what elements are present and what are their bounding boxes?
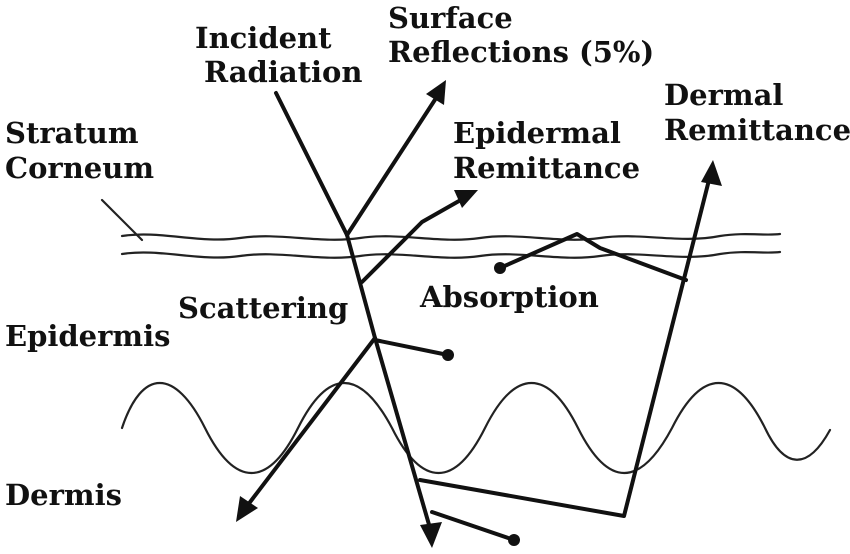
epidermal-remittance-arrowhead xyxy=(454,190,478,208)
surface-reflections-label-line1: Surface xyxy=(388,1,513,35)
epidermal-remittance-label-line2: Remittance xyxy=(453,151,640,185)
epidermal-remittance-label-line1: Epidermal xyxy=(453,116,621,150)
dermis-boundary-wave xyxy=(120,382,832,474)
surface-reflection-arrowhead xyxy=(426,80,446,105)
incident-arrowhead xyxy=(420,522,442,548)
stratum-corneum-top-line xyxy=(120,232,782,241)
dermis-absorption-line xyxy=(430,510,516,542)
stratum-corneum-bottom-line xyxy=(120,250,782,259)
absorption-label: Absorption xyxy=(419,280,599,314)
epidermis-label: Epidermis xyxy=(5,319,170,353)
stratum-corneum-pointer xyxy=(100,198,144,242)
incident-radiation-path xyxy=(274,91,434,537)
incident-label-line2: Radiation xyxy=(204,55,362,89)
dermis-absorption-dot xyxy=(508,534,520,546)
dermis-label: Dermis xyxy=(5,478,122,512)
dermal-remittance-label-line1: Dermal xyxy=(664,78,783,112)
stratum-absorption-path xyxy=(498,232,688,282)
stratum-corneum-label-line2: Corneum xyxy=(5,151,154,185)
surface-reflection-arrow xyxy=(345,90,442,237)
scattering-arrow xyxy=(242,336,377,512)
surface-reflections-label-line2: Reflections (5%) xyxy=(388,35,654,69)
stratum-absorption-dot xyxy=(494,262,506,274)
scattering-label: Scattering xyxy=(178,291,348,325)
epidermis-absorption-dot xyxy=(442,349,454,361)
dermal-remittance-label-line2: Remittance xyxy=(664,113,850,147)
stratum-corneum-label-line1: Stratum xyxy=(5,116,139,150)
epidermal-remittance-arrow xyxy=(360,195,468,284)
epidermis-absorption-line xyxy=(373,338,450,357)
dermal-remittance-arrowhead xyxy=(701,160,722,186)
incident-label-line1: Incident xyxy=(195,21,332,55)
scattering-arrowhead xyxy=(236,496,258,522)
dermal-remittance-path xyxy=(418,174,712,518)
